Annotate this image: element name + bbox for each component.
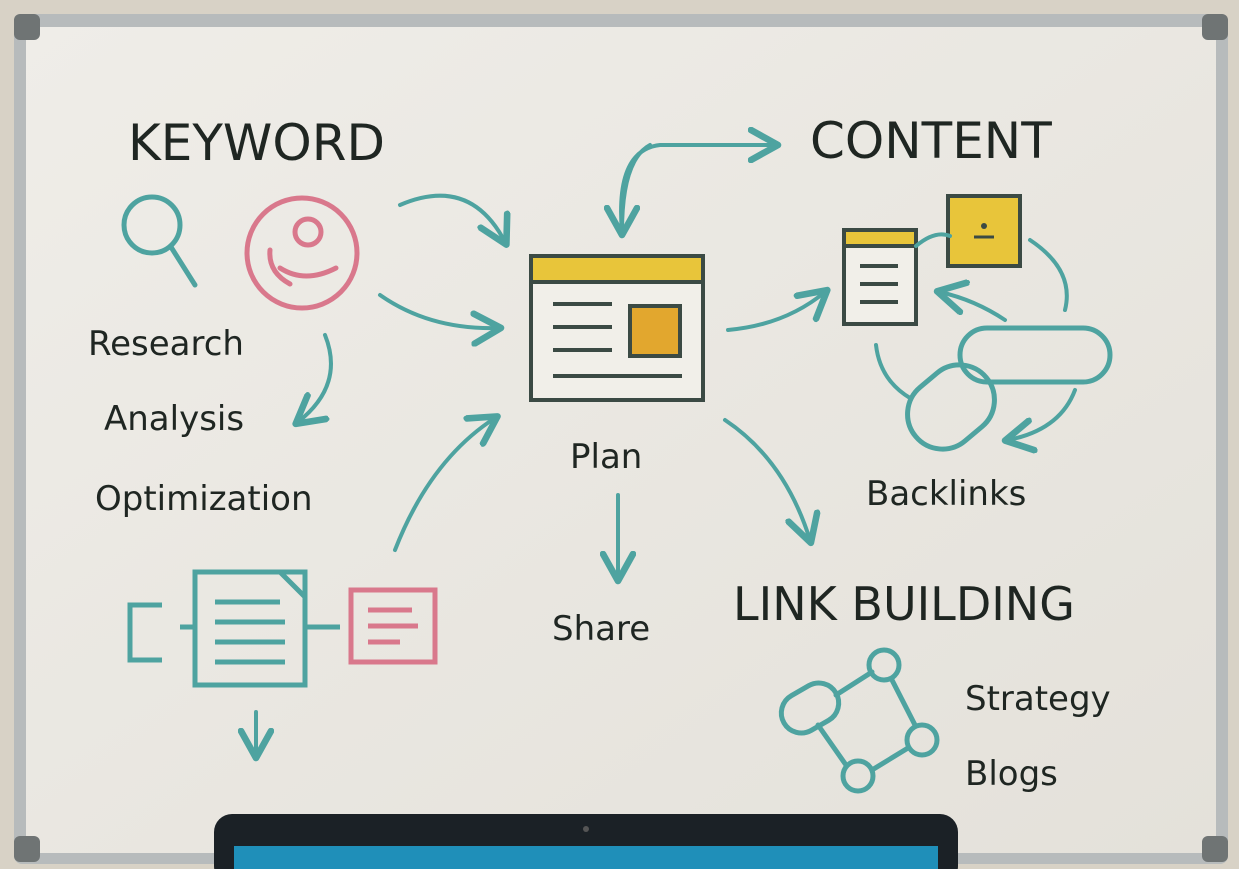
link-building-heading: LINK BUILDING bbox=[733, 577, 1075, 631]
analysis-label: Analysis bbox=[104, 399, 244, 439]
content-image-icon bbox=[946, 194, 1022, 268]
user-icon bbox=[244, 195, 360, 311]
chain-link-icon bbox=[905, 325, 1113, 452]
cycle-arrows bbox=[874, 232, 1077, 440]
network-link-icon bbox=[778, 647, 940, 794]
backlinks-label: Backlinks bbox=[866, 474, 1026, 514]
article-document-icon bbox=[180, 569, 340, 688]
flow-arrows bbox=[256, 145, 825, 755]
research-label: Research bbox=[88, 324, 244, 364]
magnifier-icon bbox=[121, 194, 198, 288]
content-heading: CONTENT bbox=[810, 112, 1052, 170]
optimization-label: Optimization bbox=[95, 479, 313, 519]
blogs-label: Blogs bbox=[965, 754, 1058, 794]
note-document-icon bbox=[348, 587, 438, 665]
laptop bbox=[214, 814, 958, 869]
keyword-heading: KEYWORD bbox=[128, 114, 385, 172]
strategy-label: Strategy bbox=[965, 679, 1111, 719]
plan-document-icon bbox=[529, 254, 705, 402]
content-document-icon bbox=[842, 228, 918, 326]
bracket-icon bbox=[127, 602, 162, 663]
plan-label: Plan bbox=[570, 437, 642, 477]
share-label: Share bbox=[552, 609, 650, 649]
